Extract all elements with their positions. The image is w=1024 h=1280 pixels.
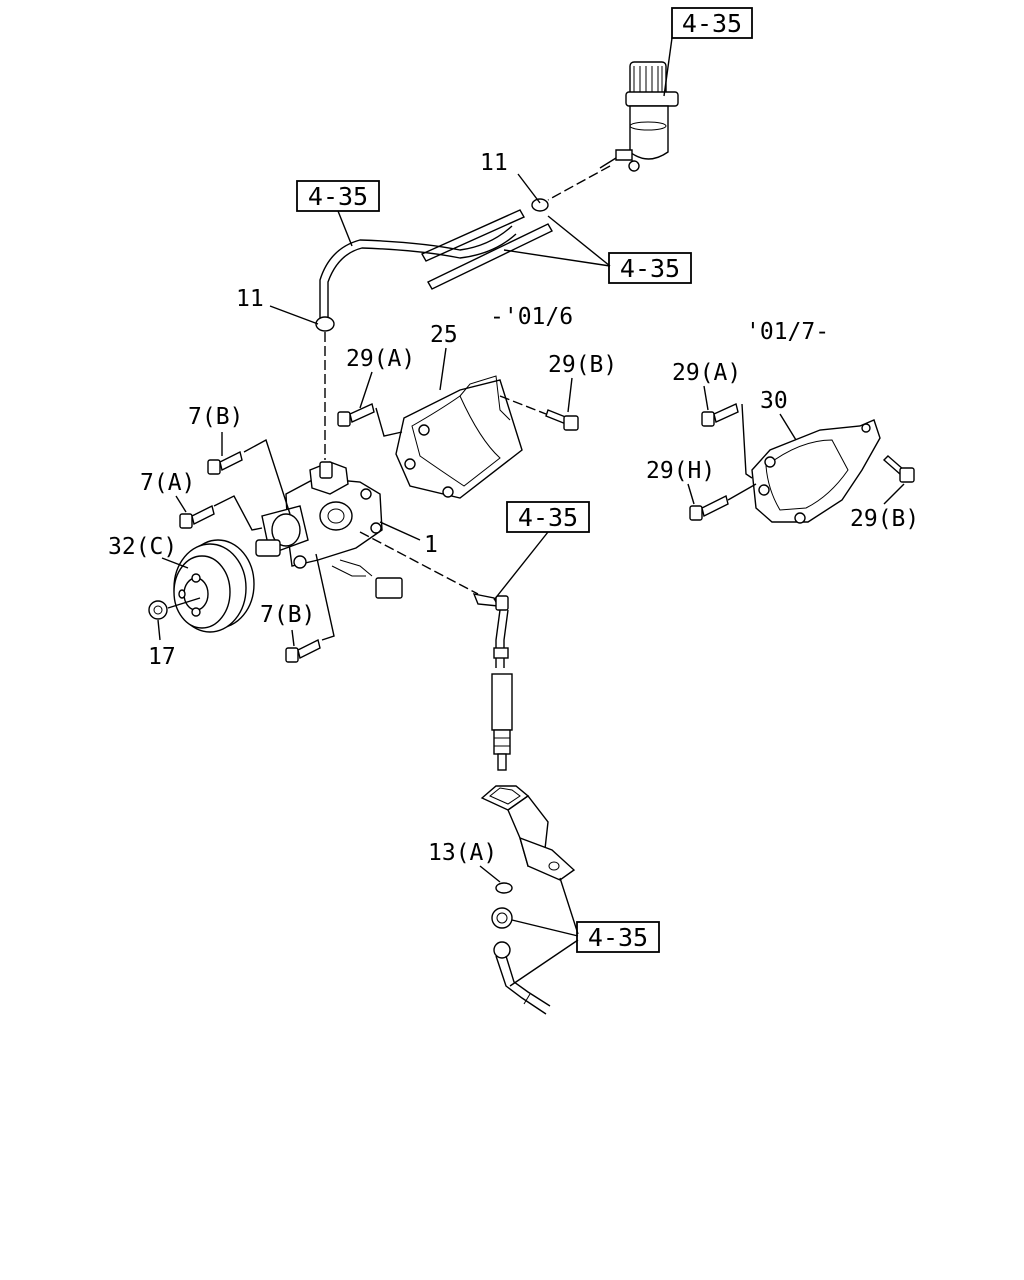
part-label-7b-bottom: 7(B) — [260, 602, 315, 628]
bolt-7b-bottom — [285, 638, 321, 663]
part-label-29b-right: 29(B) — [850, 506, 919, 532]
hose-bracket — [480, 785, 576, 881]
svg-text:4-35: 4-35 — [518, 503, 578, 532]
pressure-hose — [472, 593, 513, 771]
svg-text:4-35: 4-35 — [682, 9, 742, 38]
power-steering-pump — [255, 461, 403, 599]
ref-box-reservoir[interactable]: 4-35 — [671, 7, 753, 39]
part-label-30: 30 — [760, 388, 788, 414]
svg-text:4-35: 4-35 — [620, 254, 680, 283]
nut-17 — [148, 600, 168, 620]
bolt-7a — [179, 504, 215, 529]
bolt-29b-mid — [545, 409, 579, 431]
part-label-7a: 7(A) — [140, 470, 195, 496]
hose-clamp-11-left — [315, 316, 335, 332]
bolt-29b-right — [882, 455, 915, 483]
part-label-29b-mid: 29(B) — [548, 352, 617, 378]
pump-bracket-25 — [395, 375, 523, 499]
part-label-17: 17 — [148, 644, 176, 670]
ref-box-suction-pipe[interactable]: 4-35 — [608, 252, 692, 284]
part-label-29a-left: 29(A) — [346, 346, 415, 372]
bolt-29h — [689, 494, 729, 521]
ref-box-pressure-hose[interactable]: 4-35 — [506, 501, 590, 533]
ref-box-return-hose[interactable]: 4-35 — [296, 180, 380, 212]
lock-washer-13a — [495, 882, 513, 894]
flare-nut — [491, 907, 513, 929]
part-label-1: 1 — [424, 532, 438, 558]
part-label-29h: 29(H) — [646, 458, 715, 484]
reservoir-tank — [615, 61, 679, 172]
bolt-29a-right — [701, 403, 739, 427]
suction-pipe — [421, 209, 553, 290]
part-label-11-top: 11 — [480, 150, 508, 176]
pump-bracket-30 — [751, 419, 881, 524]
pressure-pipe-end — [493, 941, 551, 1015]
part-label-25: 25 — [430, 322, 458, 348]
ref-box-bracket-fittings[interactable]: 4-35 — [576, 921, 660, 953]
svg-text:4-35: 4-35 — [588, 923, 648, 952]
part-label-32c: 32(C) — [108, 534, 177, 560]
period-label-early: -'01/6 — [490, 304, 573, 330]
bolt-7b-top — [207, 450, 243, 475]
hose-clamp-11-top — [531, 198, 549, 212]
part-label-13a: 13(A) — [428, 840, 497, 866]
part-label-29a-right: 29(A) — [672, 360, 741, 386]
period-label-late: '01/7- — [746, 319, 829, 345]
svg-text:4-35: 4-35 — [308, 182, 368, 211]
part-label-7b-top: 7(B) — [188, 404, 243, 430]
part-label-11-left: 11 — [236, 286, 264, 312]
return-hose — [319, 225, 517, 318]
bolt-29a-left — [337, 403, 375, 427]
pulley-32c — [173, 539, 255, 633]
